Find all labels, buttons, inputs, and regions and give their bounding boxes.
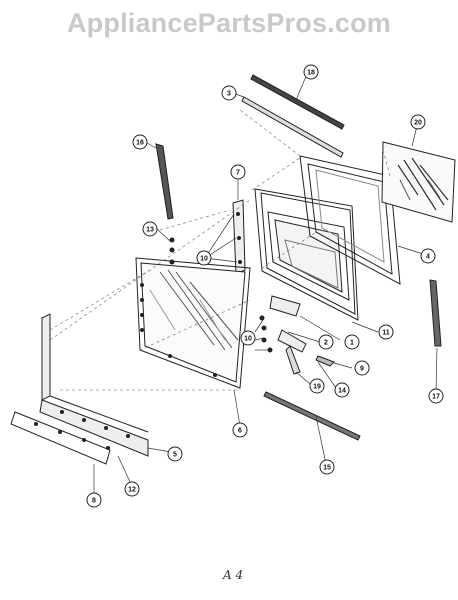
part-bottom-trim-channel <box>39 313 149 457</box>
svg-text:7: 7 <box>236 170 240 177</box>
callout-20: 20 <box>410 114 426 130</box>
svg-text:9: 9 <box>360 366 364 373</box>
alignment-lines <box>49 109 391 391</box>
callout-18: 18 <box>303 64 319 80</box>
part-glass-door-panel <box>135 257 251 389</box>
svg-text:18: 18 <box>307 70 315 77</box>
callout-15: 15 <box>319 459 335 475</box>
svg-text:19: 19 <box>313 384 321 391</box>
part-top-trim-strip <box>250 74 345 130</box>
callout-4: 4 <box>420 248 436 264</box>
callout-14: 14 <box>334 382 350 398</box>
svg-text:13: 13 <box>146 227 154 234</box>
part-lower-strip <box>263 391 361 441</box>
svg-text:5: 5 <box>173 452 177 459</box>
svg-text:6: 6 <box>238 428 242 435</box>
svg-text:15: 15 <box>323 465 331 472</box>
part-side-trim <box>155 143 174 220</box>
part-right-side-strip <box>429 279 442 347</box>
callout-3: 3 <box>221 85 237 101</box>
callouts: 1 2 3 4 5 6 7 8 9 10 10 11 12 13 14 15 1… <box>86 64 444 508</box>
svg-text:4: 4 <box>426 254 430 261</box>
svg-text:10: 10 <box>244 336 252 343</box>
svg-text:8: 8 <box>92 498 96 505</box>
callout-10-right: 10 <box>240 330 256 346</box>
callout-2: 2 <box>318 334 334 350</box>
callout-10-left: 10 <box>196 250 212 266</box>
screws <box>34 237 175 450</box>
svg-text:12: 12 <box>128 487 136 494</box>
part-hinge-bracket <box>232 199 246 275</box>
part-inner-door-frame <box>254 188 359 321</box>
svg-text:20: 20 <box>414 120 422 127</box>
svg-text:17: 17 <box>432 394 440 401</box>
svg-text:2: 2 <box>324 340 328 347</box>
part-outer-glass <box>381 141 456 223</box>
callout-16: 16 <box>132 134 148 150</box>
part-latch-assembly <box>259 295 335 375</box>
callout-1: 1 <box>344 334 360 350</box>
callout-12: 12 <box>124 481 140 497</box>
callout-7: 7 <box>230 164 246 180</box>
svg-text:10: 10 <box>200 256 208 263</box>
callout-17: 17 <box>428 388 444 404</box>
svg-text:16: 16 <box>136 140 144 147</box>
svg-text:3: 3 <box>227 91 231 98</box>
callout-19: 19 <box>309 378 325 394</box>
callout-11: 11 <box>378 324 394 340</box>
callout-13: 13 <box>142 221 158 237</box>
callout-8: 8 <box>86 492 102 508</box>
part-door-liner <box>299 155 401 285</box>
callout-9: 9 <box>354 360 370 376</box>
svg-text:1: 1 <box>350 340 354 347</box>
svg-text:11: 11 <box>382 330 390 337</box>
watermark-text: AppliancePartsPros.com <box>66 8 391 38</box>
callout-5: 5 <box>167 446 183 462</box>
diagram-page-code: A 4 <box>223 568 244 582</box>
part-seal-strip <box>241 96 344 158</box>
svg-text:14: 14 <box>338 388 346 395</box>
callout-6: 6 <box>232 422 248 438</box>
